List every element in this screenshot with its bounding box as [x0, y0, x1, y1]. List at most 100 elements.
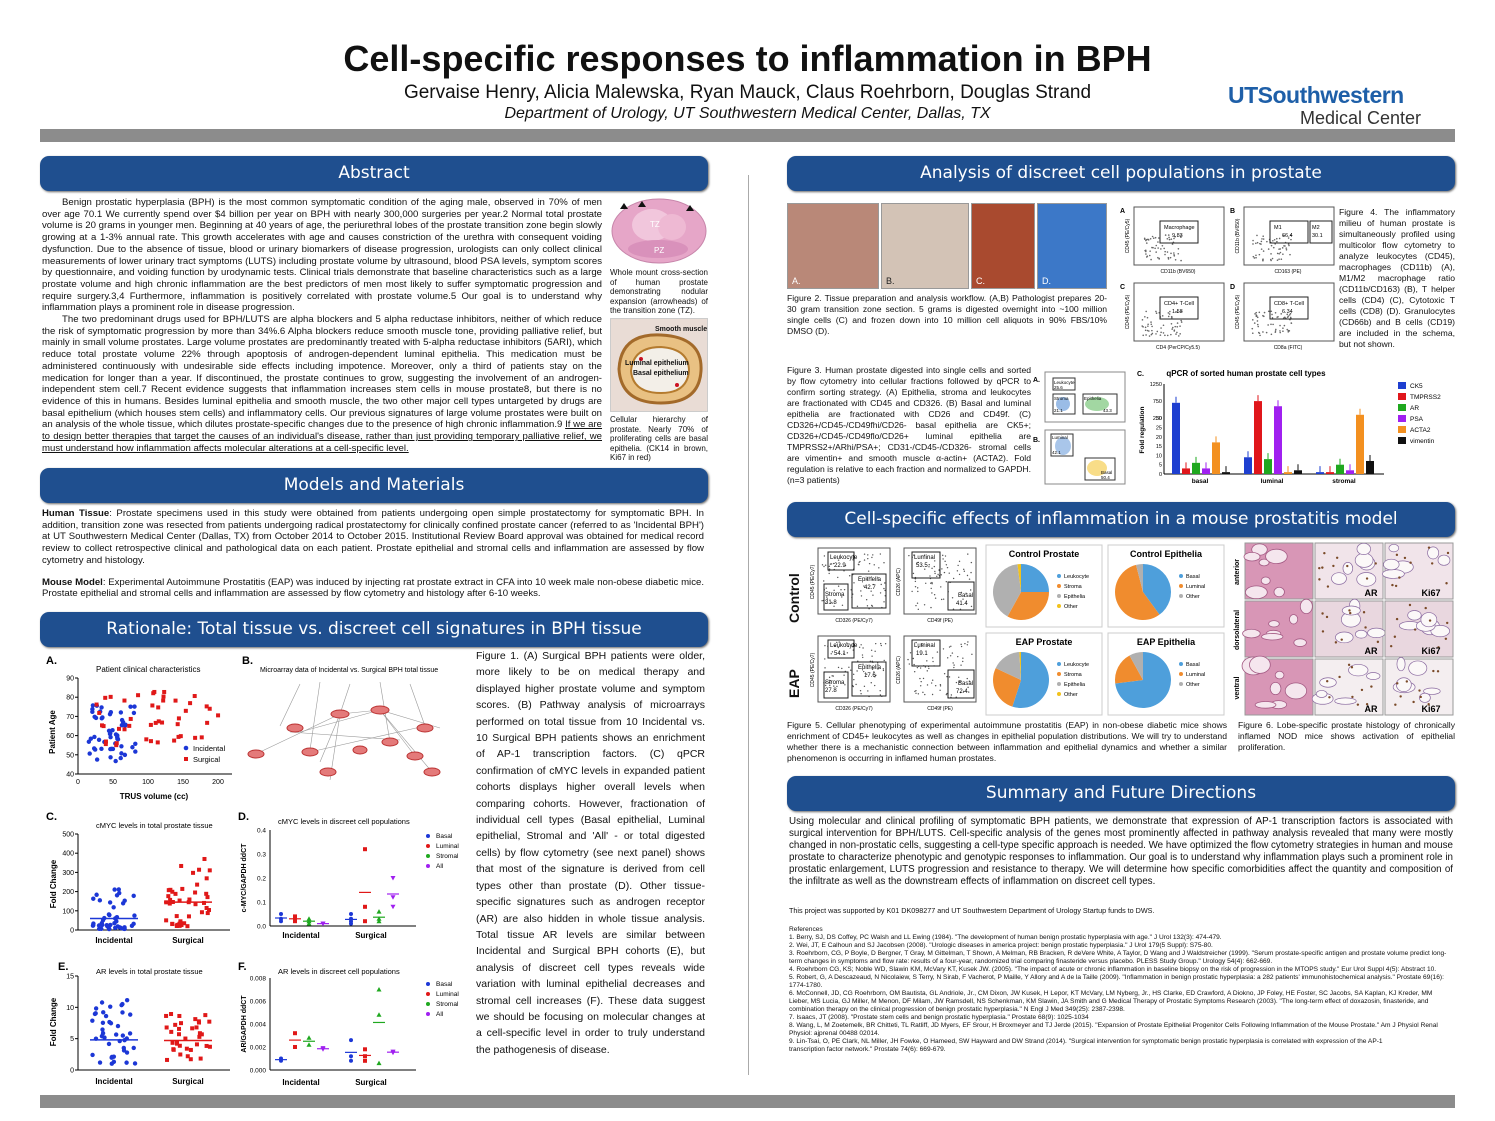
models-header: Models and Materials	[40, 468, 708, 503]
surgical-point	[160, 720, 165, 725]
abstract-paragraph-1: Benign prostatic hyperplasia (BPH) is th…	[42, 197, 602, 314]
data-point	[178, 1052, 183, 1057]
data-point	[96, 923, 102, 928]
surgical-point	[176, 716, 181, 721]
cell-point	[349, 1058, 353, 1063]
incidental-point	[118, 755, 123, 761]
gate-epithelia: Epithelia	[858, 577, 882, 583]
panel-f-cat-surgical: Surgical	[355, 1078, 387, 1087]
fig3b-val-luminal: 42.1	[1052, 450, 1061, 455]
flow-letter: B	[1230, 208, 1235, 215]
panel-c-title: cMYC levels in total prostate tissue	[96, 821, 213, 830]
incidental-point	[90, 706, 95, 712]
surgical-point	[188, 701, 193, 706]
qpcr-title: qPCR of sorted human prostate cell types	[1166, 369, 1326, 378]
histo-row-anterior: anterior	[1234, 559, 1241, 585]
panel-c-letter: C.	[46, 811, 57, 823]
incidental-point	[120, 720, 126, 725]
incidental-point	[99, 705, 104, 710]
flow-gate-name: M1	[1274, 225, 1282, 231]
value-stroma: 31.8	[825, 600, 837, 606]
cell-point	[363, 904, 367, 909]
reference-item: 5. Robert, G, A Descazeaud, N Nicolaiew,…	[789, 974, 1444, 989]
surgical-point	[108, 694, 113, 699]
flow-ylabel: CD45 (PE/Cy5)	[1125, 294, 1131, 329]
incidental-point	[99, 716, 104, 721]
pie-legend-other: Other	[1064, 692, 1078, 698]
panel-a-ytick: 70	[66, 714, 74, 721]
incidental-point	[96, 737, 102, 743]
flow-gate-name: CD8+ T-Cell	[1274, 301, 1304, 307]
gate-leukocyte: Leukocyte	[830, 643, 858, 649]
value-luminal: 19.1	[916, 651, 928, 657]
funding-statement: This project was supported by K01 DK0982…	[789, 906, 1155, 915]
qpcr-category-basal: basal	[1192, 478, 1209, 485]
histo-panel-ki67: Ki67	[1382, 542, 1454, 600]
histo-panel-ar: AR	[1314, 542, 1384, 600]
data-point	[177, 898, 182, 903]
fig3-letter-b: B.	[1033, 437, 1040, 444]
data-point	[204, 905, 209, 910]
value-epithelia: 42.7	[864, 585, 876, 591]
data-point	[103, 1013, 109, 1019]
fig3-letter-c: C.	[1137, 371, 1144, 378]
panel-a-xtick: 150	[177, 779, 189, 786]
legend-all: All	[436, 863, 444, 870]
reference-item: transcription factor network." Prostate …	[789, 1046, 946, 1053]
cell-point	[376, 1012, 382, 1017]
mouse-model-paragraph: Mouse Model: Experimental Autoimmune Pro…	[42, 577, 704, 600]
surgical-point	[103, 739, 108, 744]
qpcr-bar-vimentin-basal	[1222, 472, 1230, 474]
surgical-point	[156, 705, 161, 710]
gate-epithelia: Epithelia	[858, 665, 882, 671]
fig3a-gate-epithelia: Epithelia	[1084, 396, 1102, 401]
author-list: Gervaise Henry, Alicia Malewska, Ryan Ma…	[403, 82, 1092, 103]
flow-gate2-value: 30.1	[1312, 233, 1323, 239]
histo-label: Ki67	[1421, 646, 1440, 656]
data-point	[170, 889, 175, 894]
qpcr-legend-swatch	[1398, 404, 1406, 411]
panel-a-ylabel: Patient Age	[48, 710, 57, 754]
flow-gate-name: Macrophage	[1164, 225, 1195, 231]
data-point	[131, 893, 136, 899]
fig3a-gate-stroma: Stroma	[1054, 396, 1069, 401]
panel-b-title: Microarray data of Incidental vs. Surgic…	[260, 667, 438, 674]
panel-c-dotplot: C. cMYC levels in total prostate tissue …	[44, 808, 234, 948]
flow-letter: A	[1120, 208, 1125, 215]
data-point	[170, 922, 175, 927]
value-stroma: 27.8	[825, 688, 837, 694]
surgical-point	[199, 735, 204, 740]
data-point	[116, 887, 122, 892]
axis-cd326: CD326 (PE/Cy7)	[835, 618, 873, 624]
legend-luminal: Luminal	[436, 991, 459, 998]
axis-cd326: CD326 (PE/Cy7)	[835, 706, 873, 712]
data-point	[100, 1027, 105, 1032]
pie-slice-other	[1136, 564, 1143, 592]
incidental-point	[107, 731, 113, 737]
gate-stroma: Stroma	[825, 680, 845, 686]
poster-title: Cell-specific responses to inflammation …	[343, 38, 1152, 79]
incidental-point	[108, 710, 114, 715]
cell-point	[390, 876, 396, 881]
surgical-point	[162, 689, 167, 694]
surgical-point	[136, 693, 141, 698]
data-point	[188, 1047, 193, 1052]
panel-a-scatter: A. Patient clinical characteristics Pati…	[44, 652, 244, 804]
data-point	[188, 1057, 193, 1062]
data-point	[177, 923, 182, 928]
ytick: 0	[70, 928, 74, 935]
figure3-caption: Figure 3. Human prostate digested into s…	[787, 365, 1031, 485]
logo-utsw: UTSouthwestern	[1228, 82, 1404, 108]
surgical-point	[216, 713, 221, 718]
mouse-flow-plot-a: Leukocyte22.9Epithelia42.7Stroma31.8CD32…	[810, 547, 891, 624]
abstract-paragraph-2: The two predominant drugs used for BPH/L…	[42, 314, 602, 454]
qpcr-bar-tmprss2-basal	[1182, 468, 1190, 474]
panel-d-cat-incidental: Incidental	[282, 931, 319, 940]
qpcr-ytick: 20	[1156, 435, 1162, 441]
ytick: 15	[66, 974, 74, 981]
human-tissue-paragraph: Human Tissue: Prostate specimens used in…	[42, 508, 704, 567]
data-point	[190, 1026, 195, 1031]
data-point	[194, 1042, 199, 1047]
